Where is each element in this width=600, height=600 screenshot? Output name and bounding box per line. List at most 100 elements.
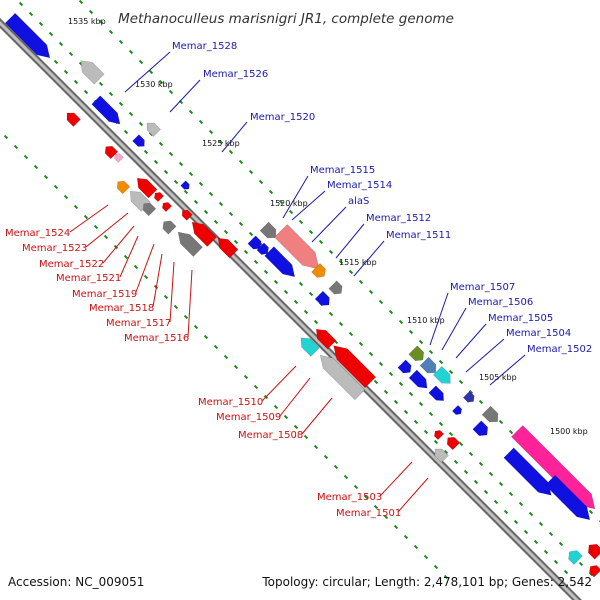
tick-mark xyxy=(318,239,324,245)
gene-label-memar-1524: Memar_1524 xyxy=(5,228,70,239)
gene-arrow xyxy=(462,390,475,403)
callout-line xyxy=(169,261,175,323)
tick-mark xyxy=(223,229,229,235)
scale-label-1520: 1520 kbp xyxy=(270,199,308,208)
gene-arrow xyxy=(589,565,600,578)
callout-line xyxy=(455,323,487,359)
gene-arrow xyxy=(114,153,124,163)
tick-mark xyxy=(128,49,134,55)
tick-marks xyxy=(3,0,600,580)
gene-arrow xyxy=(434,430,445,441)
tick-mark xyxy=(173,179,179,185)
gene-arrow xyxy=(311,263,326,278)
tick-mark xyxy=(288,209,294,215)
tick-mark xyxy=(328,249,334,255)
tick-mark xyxy=(298,281,304,287)
tick-mark xyxy=(313,319,319,325)
tick-mark xyxy=(98,81,104,87)
tick-mark xyxy=(433,564,439,570)
tick-mark xyxy=(128,111,134,117)
tick-mark xyxy=(78,0,84,5)
gene-arrow xyxy=(274,224,320,270)
tick-mark xyxy=(258,179,264,185)
tick-mark xyxy=(293,299,299,305)
gene-arrow xyxy=(247,235,262,250)
tick-mark xyxy=(548,531,554,537)
callout-line xyxy=(379,461,413,497)
gene-arrow xyxy=(104,145,119,160)
tick-mark xyxy=(553,559,559,565)
tick-mark xyxy=(183,189,189,195)
callout-line xyxy=(311,206,347,243)
tick-mark xyxy=(143,274,149,280)
tick-mark xyxy=(468,389,474,395)
tick-mark xyxy=(558,541,564,547)
gene-arrow xyxy=(544,474,591,521)
tick-mark xyxy=(443,449,449,455)
gene-arrow xyxy=(451,404,462,415)
tick-mark xyxy=(253,384,259,390)
tick-mark xyxy=(383,514,389,520)
callout-line xyxy=(282,175,309,219)
tick-mark xyxy=(423,429,429,435)
gene-arrow xyxy=(328,280,343,295)
gene-arrow xyxy=(264,246,296,278)
tick-mark xyxy=(248,231,254,237)
tick-mark xyxy=(353,484,359,490)
gene-arrow xyxy=(132,134,145,147)
gene-arrow xyxy=(333,345,377,389)
gene-arrow xyxy=(588,544,600,560)
gene-arrow xyxy=(217,237,239,259)
reverse-gene-labels: Memar_1524 Memar_1523 Memar_1522 Memar_1… xyxy=(5,228,401,519)
tick-mark xyxy=(518,501,524,507)
tick-mark xyxy=(338,321,344,327)
tick-mark xyxy=(563,569,569,575)
gene-arrow xyxy=(259,221,277,239)
tick-mark xyxy=(193,199,199,205)
tick-mark xyxy=(513,519,519,525)
gene-arrow xyxy=(300,337,320,357)
tick-mark xyxy=(73,204,79,210)
scale-labels: 1535 kbp 1530 kbp 1525 kbp 1520 kbp 1515… xyxy=(68,17,588,436)
tick-mark xyxy=(53,184,59,190)
tick-mark xyxy=(468,451,474,457)
tick-mark xyxy=(213,219,219,225)
tick-mark xyxy=(508,491,514,497)
tick-mark xyxy=(138,121,144,127)
scale-label-1535: 1535 kbp xyxy=(68,17,106,26)
tick-mark xyxy=(33,164,39,170)
tick-mark xyxy=(588,509,594,515)
tick-mark xyxy=(58,41,64,47)
tick-mark xyxy=(283,414,289,420)
tick-mark xyxy=(43,174,49,180)
tick-mark xyxy=(313,444,319,450)
gene-arrow xyxy=(433,366,451,384)
tick-mark xyxy=(363,494,369,500)
callout-line xyxy=(187,269,193,338)
tick-mark xyxy=(498,481,504,487)
tick-mark xyxy=(443,574,449,580)
tick-mark xyxy=(398,381,404,387)
gene-features xyxy=(4,12,600,578)
tick-mark xyxy=(488,471,494,477)
gene-label-memar-1503: Memar_1503 xyxy=(317,492,382,503)
tick-mark xyxy=(188,109,194,115)
tick-mark xyxy=(413,544,419,550)
tick-mark xyxy=(368,351,374,357)
forward-gene-labels: Memar_1528 Memar_1526 Memar_1520 Memar_1… xyxy=(172,41,592,355)
tick-mark xyxy=(378,361,384,367)
tick-mark xyxy=(148,69,154,75)
gene-arrow xyxy=(146,122,161,137)
tick-mark xyxy=(448,431,454,437)
gene-arrow xyxy=(4,12,51,59)
gene-label-memar-1521: Memar_1521 xyxy=(56,273,121,284)
tick-mark xyxy=(433,439,439,445)
tick-mark xyxy=(163,294,169,300)
tick-mark xyxy=(393,524,399,530)
callout-line xyxy=(85,212,129,248)
tick-mark xyxy=(413,419,419,425)
gene-label-memar-1506: Memar_1506 xyxy=(468,297,533,308)
callout-line xyxy=(124,51,171,93)
tick-mark xyxy=(283,289,289,295)
tick-mark xyxy=(3,134,9,140)
